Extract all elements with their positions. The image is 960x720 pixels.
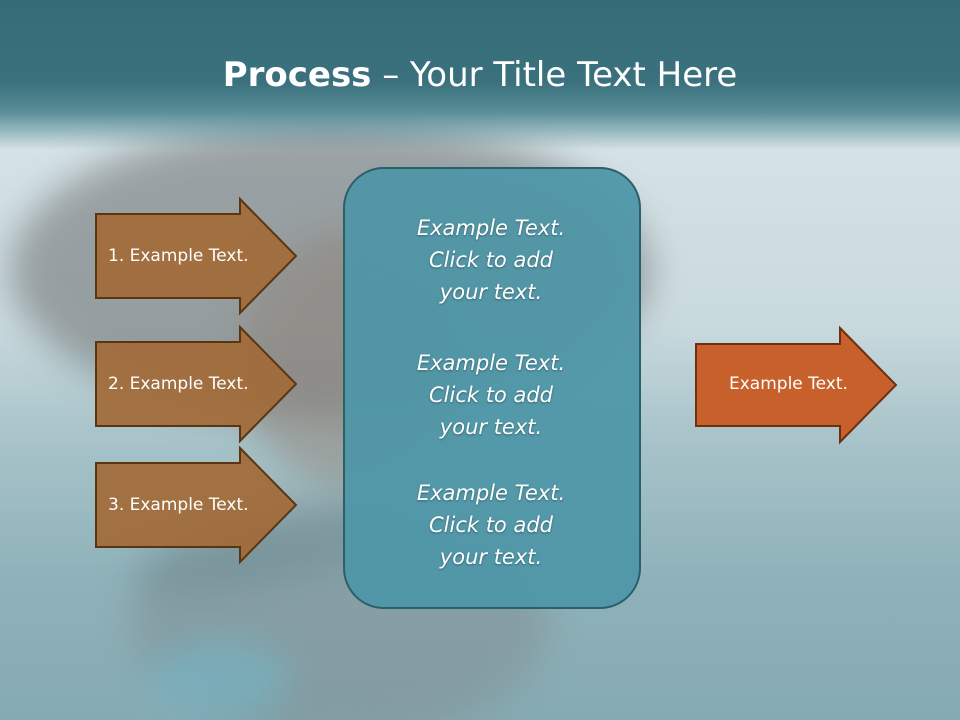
left-arrow-3[interactable]	[95, 445, 298, 565]
center-line: Click to add	[428, 513, 553, 537]
center-line: Click to add	[428, 383, 553, 407]
center-line: your text.	[439, 280, 543, 304]
left-arrow-2[interactable]	[95, 324, 298, 444]
background-photo-tie	[150, 640, 290, 720]
center-paragraph-1: Example Text. Click to add your text.	[360, 212, 622, 308]
center-line: Example Text.	[416, 351, 566, 375]
title-band	[0, 0, 960, 150]
center-box[interactable]	[343, 167, 641, 609]
title-rest: – Your Title Text Here	[371, 55, 738, 95]
slide-title[interactable]: Process – Your Title Text Here	[0, 52, 960, 98]
center-paragraph-3: Example Text. Click to add your text.	[360, 477, 622, 573]
left-arrow-2-label: 2. Example Text.	[108, 374, 249, 394]
left-arrow-3-label: 3. Example Text.	[108, 495, 249, 515]
center-paragraph-2: Example Text. Click to add your text.	[360, 347, 622, 443]
right-arrow-label: Example Text.	[729, 374, 848, 394]
right-arrow[interactable]	[695, 325, 898, 445]
center-line: your text.	[439, 545, 543, 569]
left-arrow-1[interactable]	[95, 196, 298, 316]
center-line: Example Text.	[416, 481, 566, 505]
left-arrow-1-label: 1. Example Text.	[108, 246, 249, 266]
center-line: Click to add	[428, 248, 553, 272]
center-line: your text.	[439, 415, 543, 439]
center-line: Example Text.	[416, 216, 566, 240]
title-bold: Process	[222, 55, 372, 95]
